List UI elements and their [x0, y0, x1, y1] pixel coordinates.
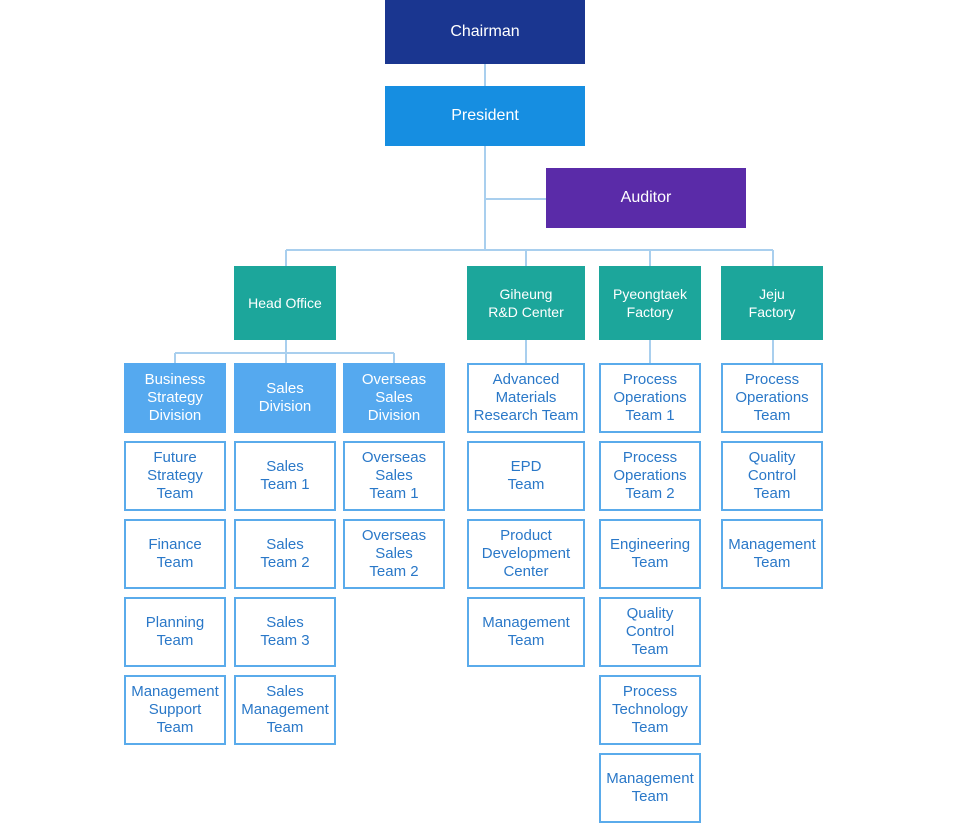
- business-strategy-division-box: Business Strategy Division: [124, 363, 226, 433]
- team-box: Overseas Sales Team 1: [343, 441, 445, 511]
- team-box: Process Operations Team: [721, 363, 823, 433]
- team-box: Sales Team 2: [234, 519, 336, 589]
- team-box: Management Team: [467, 597, 585, 667]
- team-box: Engineering Team: [599, 519, 701, 589]
- team-box: Sales Team 3: [234, 597, 336, 667]
- chairman-box: Chairman: [385, 0, 585, 64]
- team-box: EPD Team: [467, 441, 585, 511]
- sales-division-box: Sales Division: [234, 363, 336, 433]
- team-box: Sales Management Team: [234, 675, 336, 745]
- team-box: Management Team: [599, 753, 701, 823]
- team-box: Process Technology Team: [599, 675, 701, 745]
- team-box: Management Team: [721, 519, 823, 589]
- team-box: Process Operations Team 2: [599, 441, 701, 511]
- team-box: Future Strategy Team: [124, 441, 226, 511]
- team-box: Overseas Sales Team 2: [343, 519, 445, 589]
- head-office-box: Head Office: [234, 266, 336, 340]
- team-box: Management Support Team: [124, 675, 226, 745]
- overseas-sales-division-box: Overseas Sales Division: [343, 363, 445, 433]
- giheung-rd-center-box: Giheung R&D Center: [467, 266, 585, 340]
- team-box: Quality Control Team: [599, 597, 701, 667]
- team-box: Advanced Materials Research Team: [467, 363, 585, 433]
- team-box: Sales Team 1: [234, 441, 336, 511]
- team-box: Process Operations Team 1: [599, 363, 701, 433]
- pyeongtaek-factory-box: Pyeongtaek Factory: [599, 266, 701, 340]
- president-box: President: [385, 86, 585, 146]
- team-box: Finance Team: [124, 519, 226, 589]
- team-box: Quality Control Team: [721, 441, 823, 511]
- team-box: Planning Team: [124, 597, 226, 667]
- jeju-factory-box: Jeju Factory: [721, 266, 823, 340]
- team-box: Product Development Center: [467, 519, 585, 589]
- auditor-box: Auditor: [546, 168, 746, 228]
